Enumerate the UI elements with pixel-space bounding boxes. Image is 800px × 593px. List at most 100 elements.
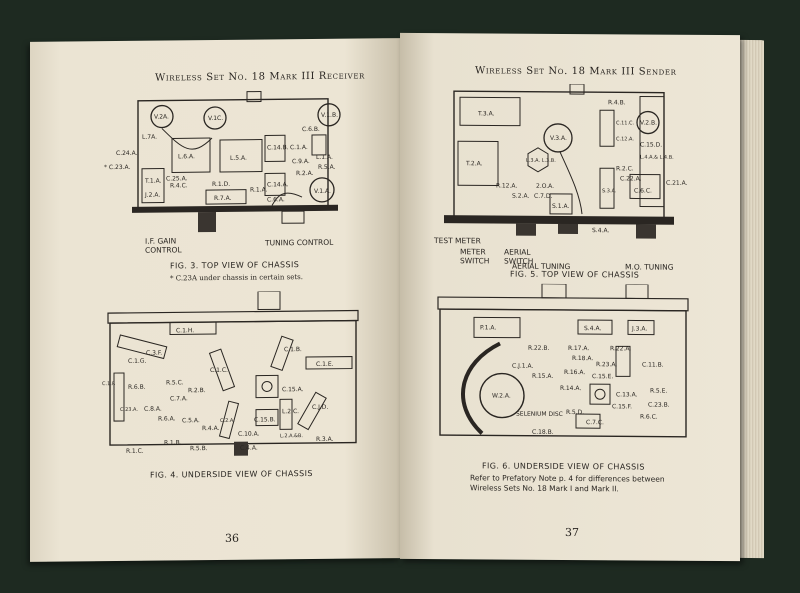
fig4-label: R.1.C. [126,448,144,455]
fig6-label: C.18.B. [532,429,554,436]
fig3-label: R.7.A. [214,195,232,202]
fig3-label: C.6.B. [302,126,320,133]
fig3-label: L.6.A. [178,153,195,160]
fig6-label: R.18.A. [572,355,593,362]
fig4-label: R.1.B. [164,439,182,446]
fig3-label: C.25.A. [166,175,188,182]
fig4-underside-diagram: C.1.H. C.3.F. C.1.G. C.1.F. C.1.C. C.1.B… [102,290,359,456]
fig6-label: W.2.A. [492,392,511,399]
fig4-label: R.2.B. [188,387,206,394]
fig4-label: C.23.A. [120,407,138,413]
fig3-label: * C.23.A. [104,164,131,171]
fig5-label: S.4.A. [592,227,609,234]
fig3-label: C.6.A. [267,196,285,203]
test-meter-label: TEST METER [434,236,481,246]
fig3-label: R.5.A. [318,164,336,171]
fig4-caption: FIG. 4. UNDERSIDE VIEW OF CHASSIS [150,468,313,480]
fig4-label: R.6.B. [128,384,146,391]
fig3-label: C.1.A. [290,144,308,151]
fig6-label: R.16.A. [564,369,585,376]
if-gain-control-label: I.F. GAIN CONTROL [145,236,182,255]
fig3-label: V.1C. [208,115,223,122]
fig6-label: R.15.A. [532,373,553,380]
fig6-label: S.4.A. [584,325,601,332]
fig3-label: C.14.B. [267,144,289,151]
fig3-label: J.2.A. [144,192,160,199]
fig6-caption: FIG. 6. UNDERSIDE VIEW OF CHASSIS [482,461,645,472]
fig6-label: C.23.B. [648,402,670,409]
fig3-top-view-diagram: V.2A. V.1C. V.1.B. C.1.A. C.6.B. L.1.A. … [104,91,341,233]
fig6-label: C.15.F. [612,403,632,410]
fig3-label: L.5.A. [230,155,247,162]
fig5-label: R.4.B. [608,99,626,106]
fig5-label: V.2.B. [640,119,657,126]
fig3-label: V.2A. [154,113,169,120]
fig6-label: R.17.A. [568,345,589,352]
fig6-label: R.22.A. [610,345,631,352]
right-page-number: 37 [565,525,579,540]
fig5-label: 2.O.A. [536,183,554,190]
fig5-label: S.1.A. [552,203,569,210]
fig5-label: R.12.A. [496,182,517,189]
fig5-label: C.6.C. [634,187,652,194]
fig4-label: C.1.B. [284,346,302,353]
fig6-label: R.6.C. [640,413,658,420]
fig5-label: S.3.A. [602,188,617,194]
fig3-label: R.2.A. [296,170,314,177]
fig3-label: V.1.A. [314,188,331,195]
fig4-label: C.1.H. [176,327,194,334]
fig3-label: C.9.A. [292,158,310,165]
fig6-label: R.5.D. [566,409,584,416]
fig3-label: R.4.C. [170,182,188,189]
fig4-label: C.J.D. [312,404,328,411]
fig4-label: R.3.A. [316,436,334,443]
fig5-label: V.3.A. [550,135,567,142]
fig3-note: * C.23A under chassis in certain sets. [170,273,304,283]
fig6-label: C.13.A. [616,391,638,398]
fig6-underside-diagram: P.1.A. S.4.A. J.3.A. R.22.B. R.17.A. R.2… [437,283,689,438]
fig5-label: L.3.A. L.3.B. [526,158,556,164]
fig4-label: C.4.A. [240,445,258,452]
fig6-label: R.23.A. [596,361,617,368]
right-page: Wireless Set No. 18 Mark III Sender T.3.… [400,32,740,562]
fig6-label: C.15.E. [592,373,613,380]
fig5-label: C.15.D. [640,141,662,148]
fig3-label: C.24.A. [116,150,138,157]
fig4-label: R.4.A. [202,425,220,432]
left-page-header: Wireless Set No. 18 Mark III Receiver [155,70,365,84]
fig4-label: C.8.A. [144,406,162,413]
fig5-label: C.21.A. [666,180,688,187]
fig5-label: T.2.A. [465,160,483,167]
fig5-label: C.22.A. [620,175,642,182]
fig6-selenium-label: SELENIUM DISC [516,411,563,418]
fig4-label: C.15.A. [282,386,304,393]
fig5-label: T.3.A. [477,110,495,117]
fig3-label: T.1.A. [144,178,162,185]
fig4-label: C.2.A. [220,418,235,424]
fig3-label: R.1.D. [212,181,230,188]
fig3-label: C.14.A. [267,181,289,188]
fig3-caption: FIG. 3. TOP VIEW OF CHASSIS [170,260,300,271]
fig5-label: L.4.A.& L.4.B. [640,154,674,160]
fig5-label: C.12.A. [616,136,634,142]
fig6-label: C.7.C. [586,419,604,426]
tuning-control-label: TUNING CONTROL [265,237,334,248]
right-page-header: Wireless Set No. 18 Mark III Sender [475,65,677,78]
fig3-label: V.1.B. [321,112,338,119]
fig4-label: C.15.B. [254,416,276,423]
fig5-caption: FIG. 5. TOP VIEW OF CHASSIS [510,269,640,280]
left-page-number: 36 [225,531,239,545]
fig6-label: J.3.A. [631,325,647,332]
fig4-label: C.1.C. [210,367,228,374]
fig4-label: L.2.A.&B. [280,433,303,439]
left-page: Wireless Set No. 18 Mark III Receiver V.… [30,38,400,562]
fig6-label: R.22.B. [528,345,550,352]
fig6-note: Refer to Prefatory Note p. 4 for differe… [470,473,665,494]
fig3-label: R.1.A. [250,186,268,193]
fig4-label: R.5.C. [166,379,184,386]
fig6-label: R.14.A. [560,385,581,392]
fig4-label: R.6.A. [158,415,176,422]
fig4-label: C.10.A. [238,431,260,438]
fig5-label: S.2.A. [512,193,529,200]
